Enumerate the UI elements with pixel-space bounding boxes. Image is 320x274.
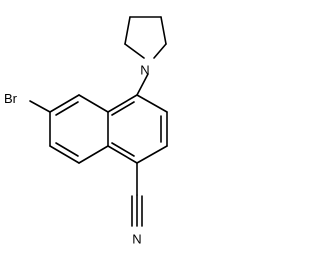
bond — [124, 43, 145, 59]
bond-n-c4 — [136, 73, 149, 96]
bond-inner — [111, 142, 135, 157]
aromatic-ring-left — [49, 94, 109, 164]
bond-inner — [111, 101, 135, 116]
atom-label-n-ring: N — [140, 62, 149, 77]
bond — [49, 94, 80, 113]
bond-inner — [55, 142, 79, 157]
bond — [107, 145, 138, 164]
atom-label-n-nitrile: N — [132, 231, 141, 246]
aromatic-ring-right — [107, 94, 168, 164]
bond — [160, 16, 167, 45]
bond — [78, 145, 109, 164]
bond-inner — [55, 101, 79, 116]
bond — [124, 16, 131, 45]
bond — [78, 94, 109, 113]
molecule-diagram: Br N N — [4, 16, 168, 246]
bond-c-br — [29, 100, 51, 113]
bond — [136, 94, 168, 113]
pyrrolidine-ring — [124, 16, 167, 59]
bond — [136, 145, 168, 164]
bond — [153, 43, 167, 59]
triple-bond — [131, 194, 143, 227]
bond — [107, 94, 138, 113]
atom-label-br: Br — [4, 91, 18, 106]
bond — [49, 145, 80, 164]
